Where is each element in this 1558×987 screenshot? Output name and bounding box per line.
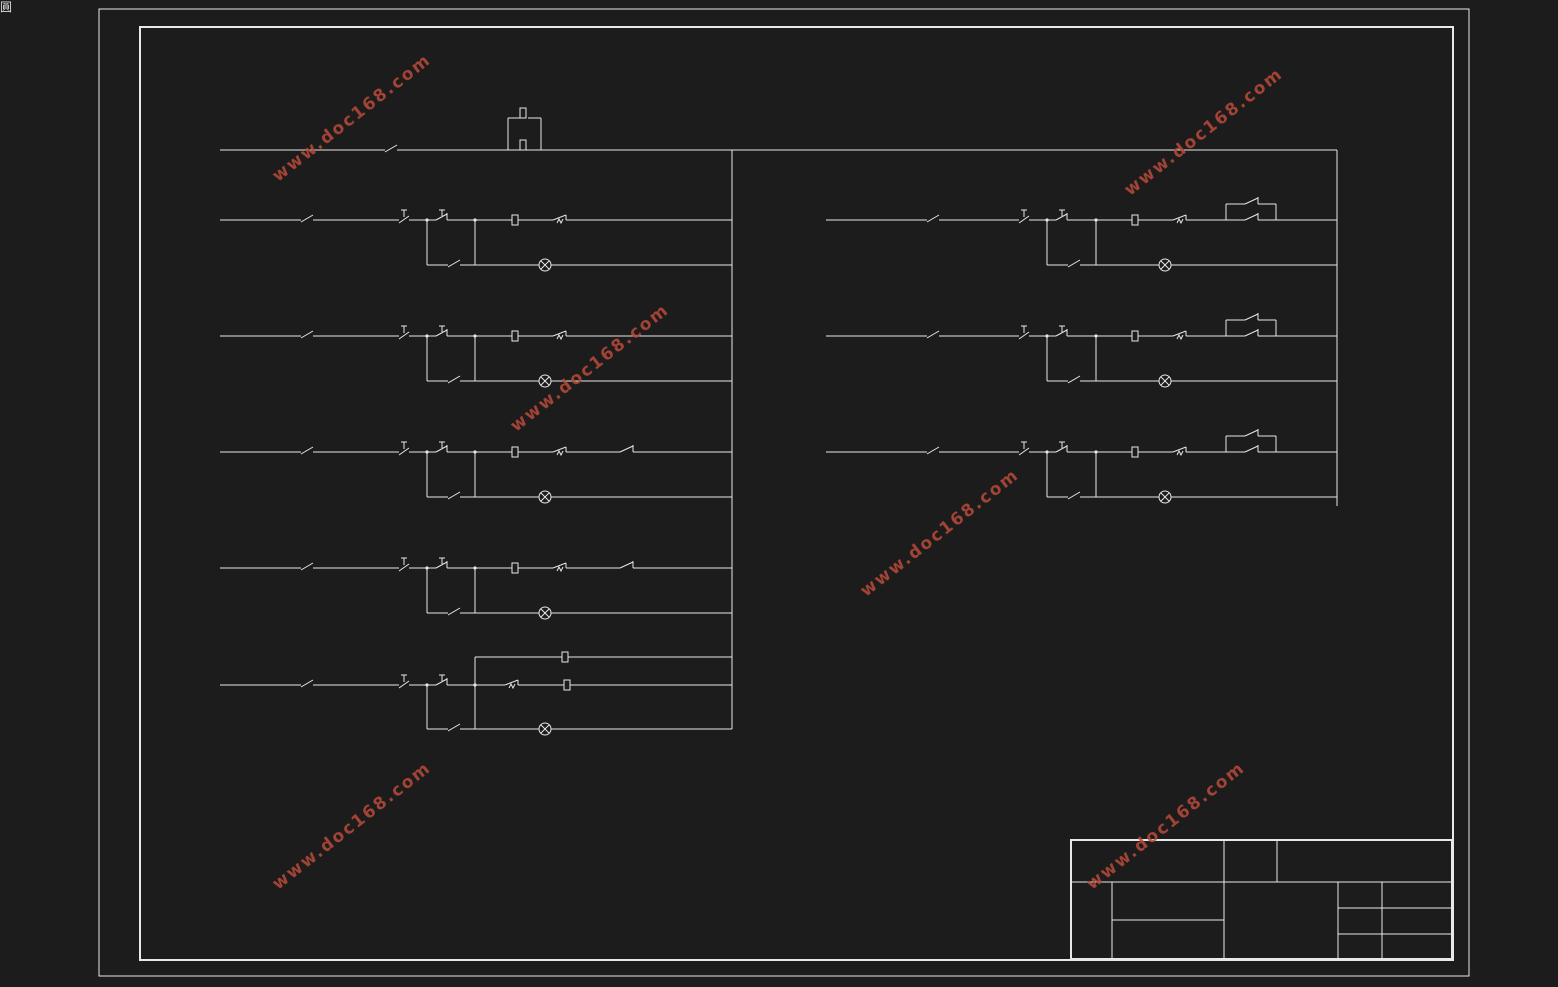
start-button-symbol bbox=[1018, 331, 1030, 340]
start-button-symbol bbox=[1018, 447, 1030, 456]
interlock-contact bbox=[619, 561, 634, 569]
circuit-p401 bbox=[220, 441, 732, 504]
stop-button-symbol bbox=[435, 561, 448, 569]
watermark-text: www.doc168.com bbox=[269, 758, 436, 894]
stop-button-symbol bbox=[1055, 213, 1068, 221]
overload-contact bbox=[1172, 214, 1187, 221]
control-relay-contact bbox=[300, 330, 314, 339]
wire bbox=[540, 724, 550, 734]
watermark-text: www.doc168.com bbox=[1121, 64, 1288, 200]
start-button-symbol bbox=[1018, 215, 1030, 224]
relay-coil-28ka1 bbox=[519, 107, 527, 119]
wire bbox=[540, 260, 550, 270]
seal-in-contact bbox=[1067, 375, 1081, 384]
outer-frame bbox=[98, 8, 1470, 977]
circuit-p405 bbox=[826, 429, 1337, 504]
circuit-t402 bbox=[220, 325, 732, 388]
stop-button-symbol bbox=[1055, 445, 1068, 453]
watermark-text: www.doc168.com bbox=[269, 50, 436, 186]
inner-border bbox=[139, 26, 1454, 961]
corner-glyph: 圓 bbox=[0, 0, 13, 14]
thermal-mark bbox=[556, 449, 564, 457]
wire bbox=[1160, 492, 1170, 502]
interlock-contact-b bbox=[1244, 329, 1259, 337]
interlock-contact bbox=[619, 445, 634, 453]
seal-in-contact bbox=[447, 607, 461, 616]
overload-contact bbox=[552, 214, 567, 221]
control-relay-contact bbox=[300, 562, 314, 571]
seal-in-contact bbox=[447, 723, 461, 732]
seal-in-contact bbox=[447, 491, 461, 500]
title-block bbox=[1070, 839, 1453, 960]
stop-button-symbol bbox=[1055, 329, 1068, 337]
thermal-mark bbox=[508, 682, 516, 690]
contactor-coil-symbol bbox=[1131, 446, 1139, 458]
control-relay-contact bbox=[926, 214, 940, 223]
start-button-symbol bbox=[398, 563, 410, 572]
thermal-mark bbox=[1176, 449, 1184, 457]
interlock-contact-b bbox=[1244, 445, 1259, 453]
wire bbox=[1160, 260, 1170, 270]
heater-overload-contact bbox=[504, 679, 519, 686]
thermal-mark bbox=[556, 217, 564, 225]
wire bbox=[540, 492, 550, 502]
stop-button-symbol bbox=[435, 445, 448, 453]
stop-button-symbol bbox=[435, 213, 448, 221]
seal-in-contact bbox=[447, 259, 461, 268]
wire bbox=[540, 376, 550, 386]
contactor-coil-symbol bbox=[1131, 330, 1139, 342]
thermal-mark bbox=[556, 333, 564, 341]
contactor-coil-symbol bbox=[511, 562, 519, 574]
contactor-coil-symbol bbox=[511, 446, 519, 458]
watermark-text: www.doc168.com bbox=[507, 300, 674, 436]
start-button-symbol bbox=[398, 331, 410, 340]
control-relay-contact bbox=[300, 214, 314, 223]
start-button-symbol bbox=[398, 447, 410, 456]
overload-contact bbox=[1172, 330, 1187, 337]
interlock-contact-b bbox=[1244, 213, 1259, 221]
wire bbox=[1160, 376, 1170, 386]
wire bbox=[540, 608, 550, 618]
contactor-coil-symbol bbox=[511, 214, 519, 226]
seal-in-contact bbox=[1067, 491, 1081, 500]
outer-border bbox=[98, 8, 1470, 977]
thermal-mark bbox=[556, 565, 564, 573]
control-relay-contact bbox=[926, 330, 940, 339]
interlock-contact-a bbox=[1244, 197, 1259, 205]
stop-button-symbol bbox=[435, 678, 448, 686]
overload-contact bbox=[552, 446, 567, 453]
overload-contact bbox=[552, 562, 567, 569]
circuit-p404 bbox=[826, 313, 1337, 388]
contactor-coil-symbol bbox=[511, 330, 519, 342]
switch-4sp-symbol bbox=[384, 144, 398, 153]
start-button-symbol bbox=[398, 680, 410, 689]
seal-in-contact bbox=[1067, 259, 1081, 268]
start-button-symbol bbox=[398, 215, 410, 224]
control-relay-contact bbox=[926, 446, 940, 455]
interlock-contact-a bbox=[1244, 429, 1259, 437]
circuit-s2 bbox=[220, 651, 732, 736]
contactor-coil-symbol bbox=[1131, 214, 1139, 226]
overload-contact bbox=[1172, 446, 1187, 453]
thermal-mark bbox=[1176, 333, 1184, 341]
seal-in-contact bbox=[447, 375, 461, 384]
circuit-t401 bbox=[220, 209, 732, 272]
watermark-layer: www.doc168.com www.doc168.com www.doc168.c… bbox=[269, 50, 1288, 894]
circuit-p402 bbox=[220, 557, 732, 620]
title-block-border bbox=[1070, 839, 1453, 960]
circuit-p403 bbox=[826, 197, 1337, 272]
overload-contact bbox=[552, 330, 567, 337]
thermal-mark bbox=[1176, 217, 1184, 225]
control-relay-contact bbox=[300, 446, 314, 455]
contactor-coil-symbol bbox=[563, 679, 571, 691]
relay-coil-29ka1 bbox=[519, 139, 527, 151]
stop-button-symbol bbox=[435, 329, 448, 337]
supply-section bbox=[220, 107, 1338, 729]
heater-coil-symbol bbox=[561, 651, 569, 663]
interlock-contact-a bbox=[1244, 313, 1259, 321]
watermark-text: www.doc168.com bbox=[857, 465, 1024, 601]
control-relay-contact bbox=[300, 679, 314, 688]
